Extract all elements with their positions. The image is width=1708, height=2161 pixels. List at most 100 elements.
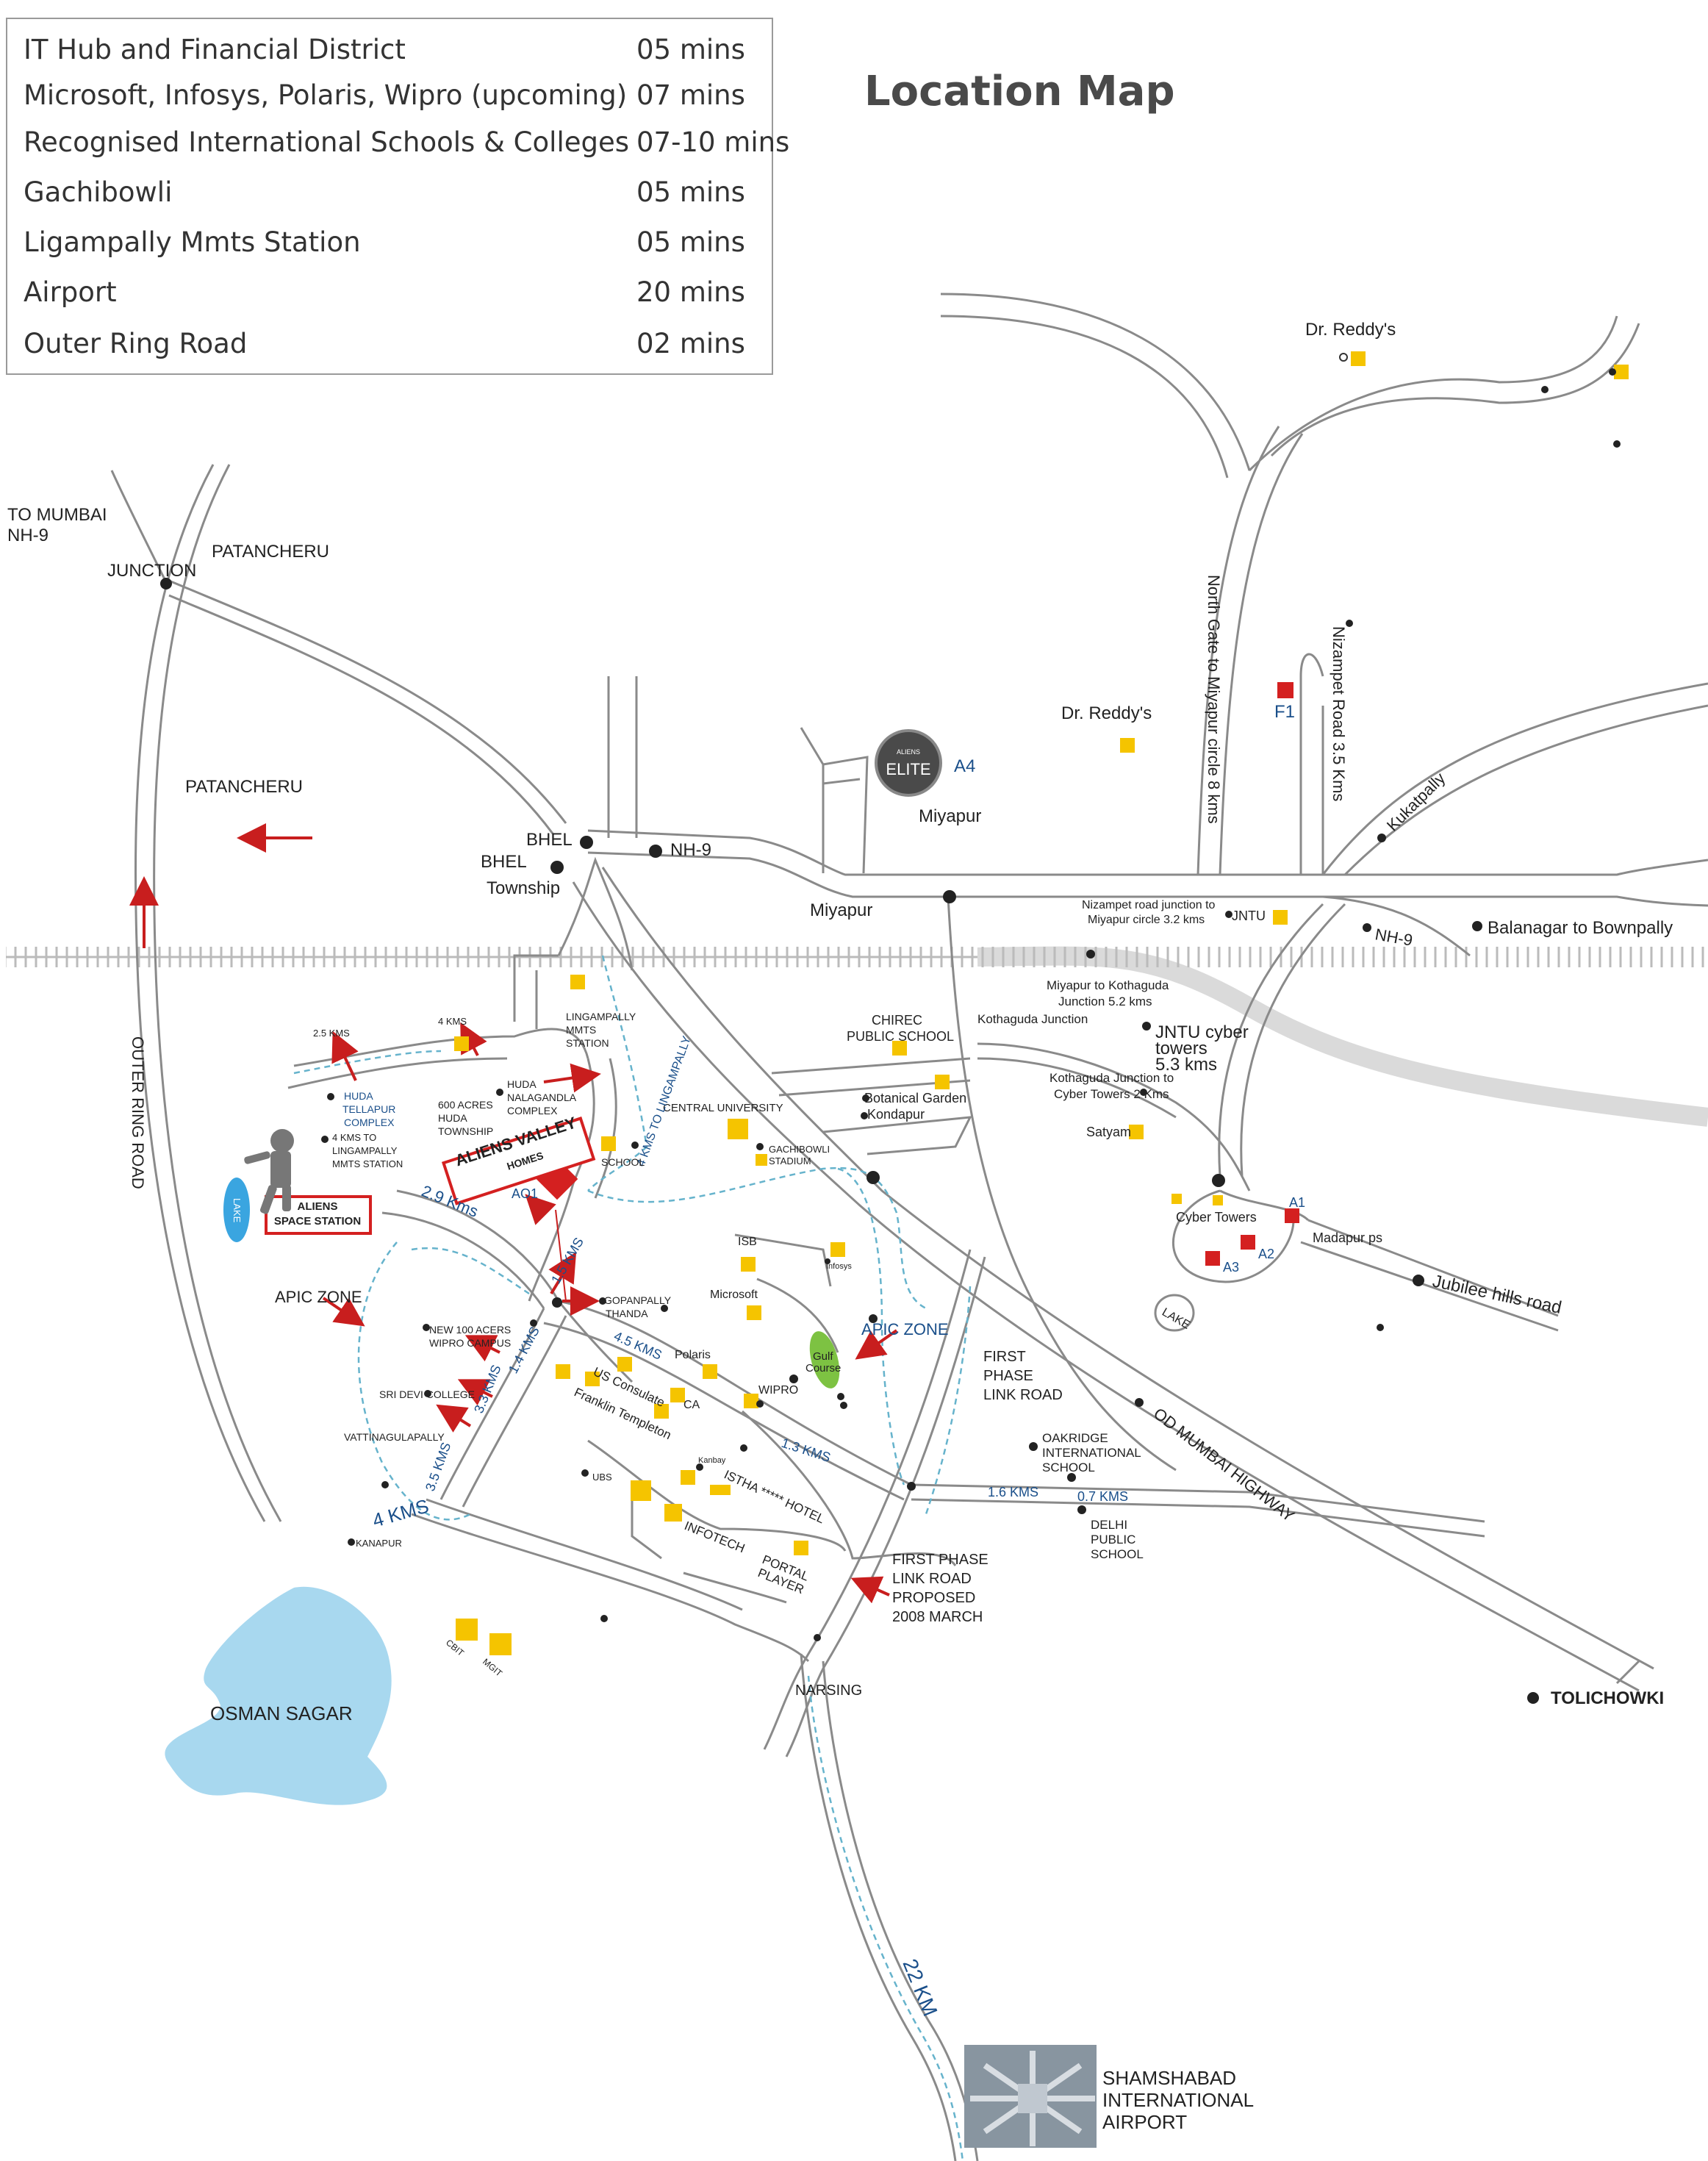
label-nizampet-junction-2: Miyapur circle 3.2 kms — [1088, 914, 1205, 926]
label-dps-3: SCHOOL — [1091, 1547, 1144, 1561]
label-one-five-kms: 1.5 KMS — [548, 1235, 586, 1286]
label-zero-seven-kms: 0.7 KMS — [1077, 1489, 1128, 1504]
label-one-four-kms: 1.4 KMS — [506, 1325, 542, 1376]
legend-row: Outer Ring Road 02 mins — [24, 320, 763, 365]
label-microsoft: Microsoft — [710, 1289, 758, 1301]
label-shamshabad-3: AIRPORT — [1102, 2111, 1187, 2133]
label-six-hundred-1: 600 ACRES — [438, 1099, 493, 1111]
label-f1: F1 — [1274, 702, 1295, 722]
label-four-kms-to-1: 4 KMS TO — [332, 1132, 376, 1143]
label-first-phase-1: FIRST — [983, 1349, 1026, 1365]
label-aliens-space-1: ALIENS — [297, 1200, 337, 1213]
legend-time: 07 mins — [636, 79, 745, 111]
label-jntu: JNTU — [1232, 909, 1266, 923]
osman-sagar-lake — [165, 1586, 392, 1805]
label-jubilee-hills: Jubilee hills road — [1431, 1271, 1563, 1318]
label-first-phase-2: PHASE — [983, 1368, 1033, 1384]
label-ao1: AO1 — [512, 1186, 538, 1201]
label-jntu-cyber-2: towers — [1155, 1039, 1208, 1058]
label-infotech: INFOTECH — [683, 1519, 747, 1555]
aliens-valley-box — [441, 1117, 596, 1205]
location-dots — [160, 368, 1621, 1704]
legend-row: Gachibowli 05 mins — [24, 169, 763, 213]
label-patancheru-top: PATANCHERU — [212, 542, 329, 562]
label-infosys: Infosys — [826, 1262, 852, 1271]
label-sri-devi: SRI DEVI COLLEGE — [379, 1388, 475, 1400]
label-kothaguda-junction: Kothaguda Junction — [977, 1012, 1088, 1026]
label-two-five-kms: 2.5 KMS — [313, 1028, 350, 1039]
label-tolichowki: TOLICHOWKI — [1551, 1688, 1664, 1708]
dr-reddys-marker — [1339, 353, 1348, 362]
label-miyapur-kothaguda-1: Miyapur to Kothaguda — [1047, 978, 1169, 992]
label-huda-nalagandla-1: HUDA — [507, 1078, 537, 1090]
legend-row: Microsoft, Infosys, Polaris, Wipro (upco… — [24, 72, 763, 116]
label-huda-tellapur-3: COMPLEX — [344, 1117, 395, 1128]
label-vattinagulapally: VATTINAGULAPALLY — [344, 1431, 445, 1443]
legend-time: 05 mins — [636, 34, 745, 65]
robot-figure-icon — [244, 1129, 294, 1214]
label-dr-reddys-top: Dr. Reddy's — [1305, 320, 1396, 340]
label-new-100-2: WIPRO CAMPUS — [429, 1337, 511, 1349]
label-jntu-cyber-1: JNTU cyber — [1155, 1022, 1249, 1042]
label-elite-small: ALIENS — [897, 748, 920, 756]
legend-time: 20 mins — [636, 276, 745, 308]
label-dps-1: DELHI — [1091, 1518, 1127, 1532]
label-aliens-space-2: SPACE STATION — [274, 1215, 361, 1228]
label-four-kms: 4 KMS — [438, 1016, 467, 1027]
label-a2: A2 — [1258, 1247, 1274, 1261]
label-dr-reddys: Dr. Reddy's — [1061, 703, 1152, 723]
lake-right-shape — [1154, 1294, 1195, 1332]
label-first-proposed-3: PROPOSED — [892, 1590, 975, 1606]
legend-place: IT Hub and Financial District — [24, 34, 406, 65]
aliens-space-station-box — [265, 1195, 372, 1235]
dashed-boundaries — [293, 955, 972, 2161]
label-new-100-1: NEW 100 ACERS — [429, 1324, 511, 1336]
label-a4: A4 — [954, 756, 975, 776]
label-oakridge-2: INTERNATIONAL — [1042, 1446, 1141, 1460]
legend-time: 02 mins — [636, 328, 745, 359]
label-jntu-cyber-3: 5.3 kms — [1155, 1055, 1217, 1075]
label-golf-1: Gulf — [813, 1350, 833, 1363]
label-apic-zone-left: APIC ZONE — [275, 1288, 362, 1306]
label-kothaguda-cyber-2: Cyber Towers 2 Kms — [1054, 1087, 1169, 1101]
lake-left — [223, 1178, 250, 1242]
label-nizampet-junction-1: Nizampet road junction to — [1082, 899, 1216, 911]
label-kothaguda-cyber-1: Kothaguda Junction to — [1049, 1071, 1174, 1085]
label-chirec-2: PUBLIC SCHOOL — [847, 1029, 954, 1044]
label-madapur-ps: Madapur ps — [1313, 1230, 1382, 1245]
landmarks — [454, 351, 1629, 1655]
legend-row: Recognised International Schools & Colle… — [24, 119, 789, 163]
legend-row: Airport 20 mins — [24, 269, 763, 313]
label-six-hundred-3: TOWNSHIP — [438, 1125, 493, 1137]
label-six-hundred-2: HUDA — [438, 1112, 467, 1124]
label-gopanpally-1: GOPANPALLY — [604, 1294, 672, 1306]
legend-time: 05 mins — [636, 226, 745, 258]
label-nh9: NH-9 — [670, 840, 711, 860]
label-lingampally-3: STATION — [566, 1037, 609, 1049]
label-nizampet: Nizampet Road 3.5 Kms — [1330, 626, 1348, 801]
label-botanical-garden: Botanical Garden — [864, 1091, 966, 1105]
aliens-elite-badge — [875, 729, 942, 797]
label-first-proposed-1: FIRST PHASE — [892, 1552, 988, 1568]
label-one-six-kms: 1.6 KMS — [988, 1485, 1038, 1499]
label-balanagar: Balanagar to Bownpally — [1488, 918, 1673, 938]
label-four-kms-to-2: LINGAMPALLY — [332, 1145, 398, 1156]
label-huda-tellapur-1: HUDA — [344, 1090, 373, 1102]
label-bhel-township-1: BHEL — [481, 852, 527, 872]
label-nh9-left: NH-9 — [7, 526, 49, 545]
label-central-university: CENTRAL UNIVERSITY — [663, 1102, 783, 1114]
red-arrows — [129, 823, 898, 1604]
label-first-proposed-2: LINK ROAD — [892, 1571, 972, 1587]
label-bhel: BHEL — [526, 830, 573, 850]
legend-place: Microsoft, Infosys, Polaris, Wipro (upco… — [24, 79, 628, 111]
label-satyam: Satyam — [1086, 1125, 1131, 1139]
label-apic-zone-right: APIC ZONE — [861, 1320, 949, 1338]
page-title: Location Map — [864, 68, 1175, 115]
label-twenty-two-km: 22 KM — [898, 1956, 941, 2020]
label-cyber-towers: Cyber Towers — [1176, 1210, 1257, 1225]
map-labels: TO MUMBAI NH-9 JUNCTION PATANCHERU PATAN… — [7, 320, 1673, 2133]
label-mgit: MGIT — [481, 1657, 504, 1679]
label-one-three-kms: 1.3 KMS — [780, 1436, 833, 1465]
label-miyapur-kothaguda-2: Junction 5.2 kms — [1058, 995, 1152, 1008]
legend-place: Airport — [24, 276, 117, 308]
